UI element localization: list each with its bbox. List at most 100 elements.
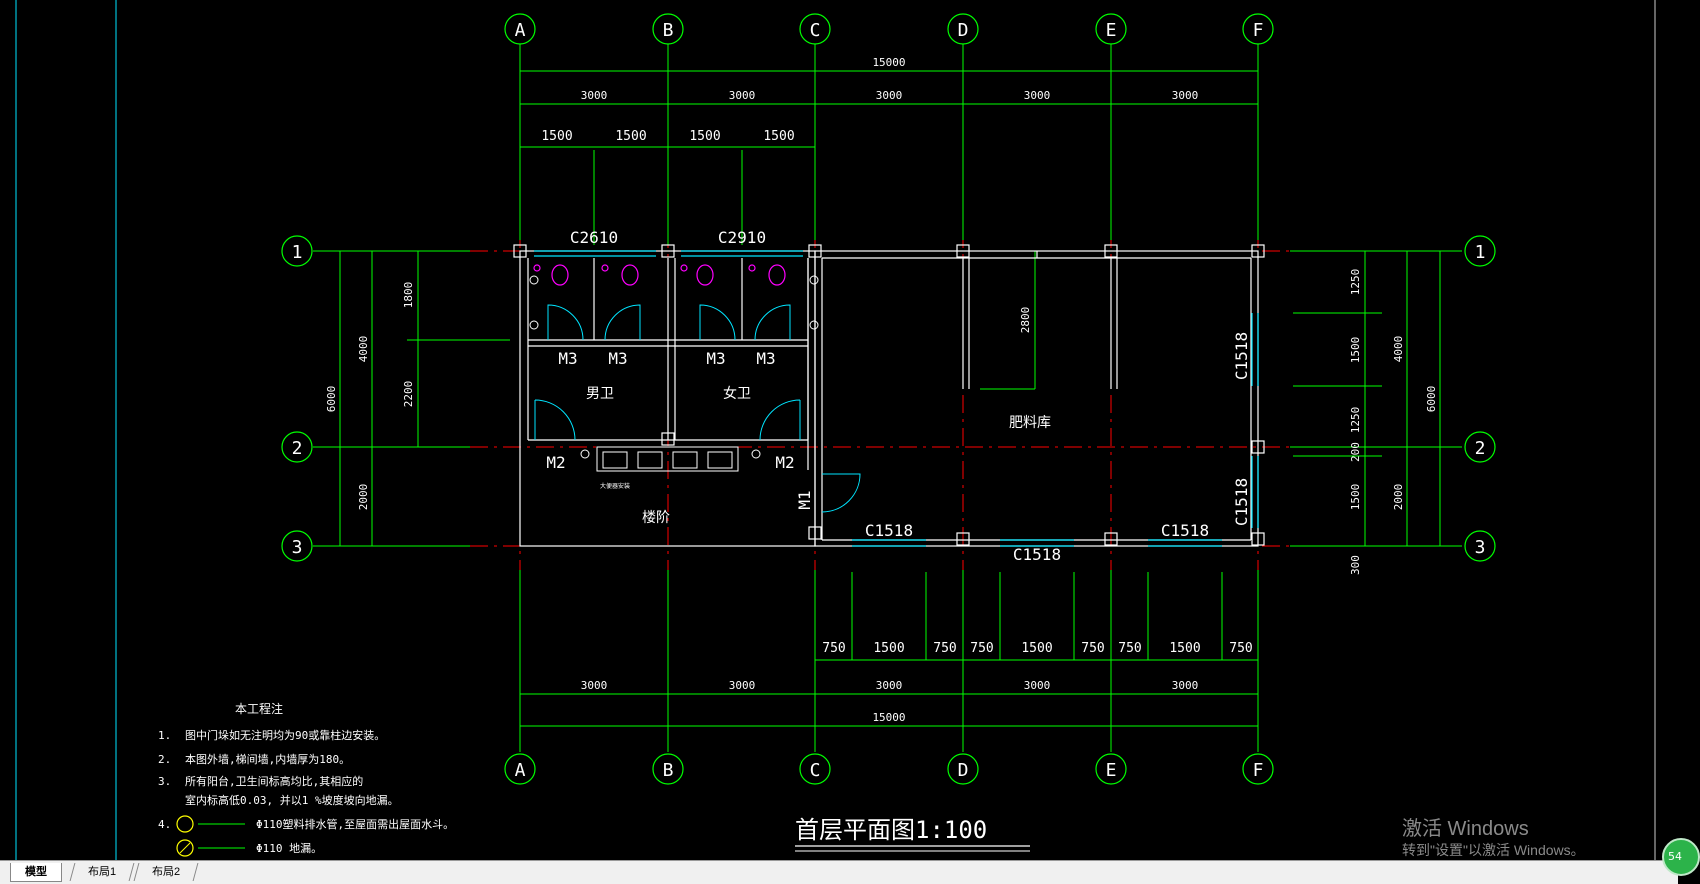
dim-interior: 2800 [1019, 307, 1032, 334]
tab-layout-1-label: 布局1 [87, 866, 117, 878]
label-door-m2-left: M2 [546, 453, 565, 472]
label-small-note: 大便器安装 [600, 482, 630, 490]
note-2-text: 本图外墙,梯间墙,内墙厚为180。 [185, 752, 350, 766]
label-window-c1518-b3: C1518 [1161, 521, 1209, 540]
label-room-storage: 肥料库 [1009, 415, 1051, 431]
doors [534, 304, 861, 513]
label-door-m1: M1 [795, 490, 814, 509]
axis-label-bottom-a: A [515, 760, 526, 781]
dim-top-bay-2: 3000 [729, 89, 756, 102]
note-4-text: Φ110塑料排水管,至屋面需出屋面水斗。 [256, 817, 454, 831]
building-walls [519, 250, 1259, 547]
note-1-text: 图中门垛如无注明均为90或靠柱边安装。 [185, 728, 385, 742]
note-4b-text: Φ110 地漏。 [256, 842, 322, 855]
label-door-m3-3: M3 [706, 349, 725, 368]
label-door-m3-1: M3 [558, 349, 577, 368]
dim-top-bay-5: 3000 [1172, 89, 1199, 102]
dim-bottom-sub-7: 750 [1118, 641, 1141, 656]
tab-layout-1[interactable]: 布局1 [69, 863, 135, 881]
dim-right-sub-3: 1250 [1349, 407, 1362, 434]
axis-label-top-b: B [663, 20, 674, 41]
windows [534, 250, 1259, 547]
tab-model[interactable]: 模型 [10, 863, 62, 882]
axis-label-top-e: E [1106, 20, 1117, 41]
axis-bubbles-top [281, 13, 1496, 785]
label-window-c1518-b1: C1518 [865, 521, 913, 540]
axis-label-bottom-b: B [663, 760, 674, 781]
floor-drain-icon [176, 839, 194, 857]
dim-right-mid-b: 2000 [1392, 484, 1405, 511]
status-badge[interactable]: 54 [1662, 838, 1700, 876]
label-window-c1518-r1: C1518 [1232, 332, 1251, 380]
axis-label-right-3: 3 [1475, 537, 1486, 558]
axis-label-left-2: 2 [292, 438, 303, 459]
dim-top-sub-4: 1500 [763, 129, 794, 144]
toilet-fixtures [533, 264, 786, 286]
note-4-num: 4. [158, 818, 171, 831]
dim-left-b: 2000 [357, 484, 370, 511]
dim-bottom-sub-1: 750 [822, 641, 845, 656]
cad-drawing-canvas[interactable]: A B C D E F A B C D E F 1 2 3 1 2 3 1500… [0, 0, 1678, 860]
dim-bottom-sub-6: 750 [1081, 641, 1104, 656]
dim-bottom-sub-5: 1500 [1021, 641, 1052, 656]
note-1-num: 1. [158, 729, 171, 742]
note-3b-text: 室内标高低0.03, 并以1 %坡度坡向地漏。 [185, 793, 399, 807]
dim-left-total: 6000 [325, 386, 338, 413]
tab-layout-2-label: 布局2 [151, 866, 181, 878]
dim-top-total: 15000 [872, 56, 905, 69]
dim-bottom-sub-9: 750 [1229, 641, 1252, 656]
layout-tab-bar: 模型 布局1 布局2 [0, 860, 1678, 884]
axis-label-bottom-e: E [1106, 760, 1117, 781]
label-window-c1518-r2: C1518 [1232, 478, 1251, 526]
axis-label-right-1: 1 [1475, 242, 1486, 263]
notes-title: 本工程注 [235, 701, 283, 716]
tab-layout-2[interactable]: 布局2 [133, 863, 199, 881]
label-window-c2610: C2610 [570, 228, 618, 247]
dim-right-sub-5: 1500 [1349, 484, 1362, 511]
label-room-men: 男卫 [586, 386, 614, 402]
label-room-women: 女卫 [723, 385, 751, 402]
dim-top-sub-2: 1500 [615, 129, 646, 144]
dim-top-bay-1: 3000 [581, 89, 608, 102]
note-2-num: 2. [158, 753, 171, 766]
label-room-stair: 楼阶 [642, 510, 670, 526]
axis-label-bottom-c: C [810, 760, 821, 781]
note-3-num: 3. [158, 775, 171, 788]
dim-right-sub-2: 1500 [1349, 337, 1362, 364]
label-door-m2-right: M2 [775, 453, 794, 472]
dim-right-mid-a: 4000 [1392, 336, 1405, 363]
dim-right-sub-4: 200 [1349, 442, 1362, 462]
dim-bottom-sub-2: 1500 [873, 641, 904, 656]
axis-center-lines [470, 230, 1290, 600]
dim-bottom-bay-2: 3000 [729, 679, 756, 692]
axis-label-left-1: 1 [292, 242, 303, 263]
axis-label-bottom-d: D [958, 760, 969, 781]
axis-label-left-3: 3 [292, 537, 303, 558]
axis-label-right-2: 2 [1475, 438, 1486, 459]
axis-label-bottom-f: F [1253, 760, 1264, 781]
dim-top-sub-1: 1500 [541, 129, 572, 144]
dim-bottom-sub-8: 1500 [1169, 641, 1200, 656]
dim-left-a: 4000 [357, 336, 370, 363]
dim-right-total: 6000 [1425, 386, 1438, 413]
dim-bottom-sub-3: 750 [933, 641, 956, 656]
label-window-c2910: C2910 [718, 228, 766, 247]
dim-right-bottom: 300 [1349, 555, 1362, 575]
dim-left-inner-mid: 2200 [402, 381, 415, 408]
dim-bottom-bay-1: 3000 [581, 679, 608, 692]
label-window-c1518-b2: C1518 [1013, 545, 1061, 564]
activate-windows-title: 激活 Windows [1402, 818, 1529, 840]
axis-label-top-a: A [515, 20, 526, 41]
dim-bottom-bay-5: 3000 [1172, 679, 1199, 692]
dim-top-bay-3: 3000 [876, 89, 903, 102]
dim-bottom-total: 15000 [872, 711, 905, 724]
activate-windows-subtitle: 转到"设置"以激活 Windows。 [1402, 842, 1585, 858]
dim-top-sub-3: 1500 [689, 129, 720, 144]
label-door-m3-4: M3 [756, 349, 775, 368]
axis-label-top-f: F [1253, 20, 1264, 41]
pipe-symbol-icon [176, 815, 194, 833]
dim-bottom-sub-4: 750 [970, 641, 993, 656]
dim-left-inner-top: 1800 [402, 282, 415, 309]
axis-label-top-c: C [810, 20, 821, 41]
dim-bottom-bay-4: 3000 [1024, 679, 1051, 692]
